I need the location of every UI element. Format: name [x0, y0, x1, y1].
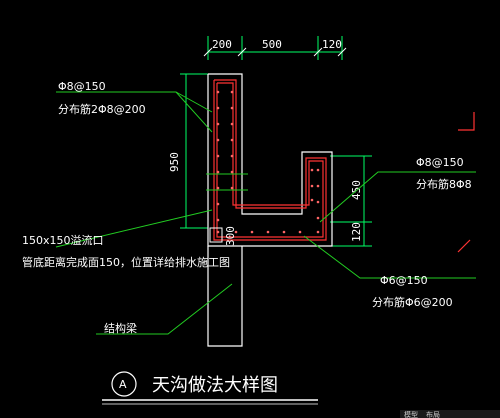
gutter-section [207, 73, 333, 347]
tab-model[interactable]: 模型 [404, 410, 418, 418]
leaders [55, 91, 476, 335]
rebar-dots [216, 90, 320, 234]
dim-left-height: 950 [168, 152, 181, 172]
title-axis-circle [111, 371, 137, 397]
overflow-opening [209, 227, 223, 243]
drawing-title: 天沟做法大样图 [152, 375, 278, 396]
note-overflow-1: 150x150溢流口 [22, 233, 104, 247]
note-beam: 结构梁 [104, 321, 137, 335]
note-bottom-right-2: 分布筋Φ6@200 [372, 295, 453, 309]
left-dimension [180, 73, 208, 229]
dim-top-right: 120 [322, 38, 342, 51]
title-axis-label: A [119, 378, 127, 391]
tab-layout[interactable]: 布局 [426, 410, 440, 418]
dim-bottom-300: 300 [224, 226, 237, 246]
note-top-left-1: Φ8@150 [58, 80, 106, 93]
axis-marker-right [457, 112, 475, 253]
note-top-left-2: 分布筋2Φ8@200 [58, 102, 146, 116]
top-dimension [203, 36, 347, 60]
note-right-2: 分布筋8Φ8 [416, 177, 472, 191]
note-bottom-right-1: Φ6@150 [380, 274, 428, 287]
rebar [213, 79, 327, 241]
dim-top-left: 200 [212, 38, 232, 51]
note-right-1: Φ8@150 [416, 156, 464, 169]
note-overflow-2: 管底距离完成面150，位置详给排水施工图 [22, 255, 230, 269]
right-dimension [330, 155, 372, 247]
dim-right-lower: 120 [350, 222, 363, 242]
dim-top-mid: 500 [262, 38, 282, 51]
status-bar [400, 410, 500, 418]
